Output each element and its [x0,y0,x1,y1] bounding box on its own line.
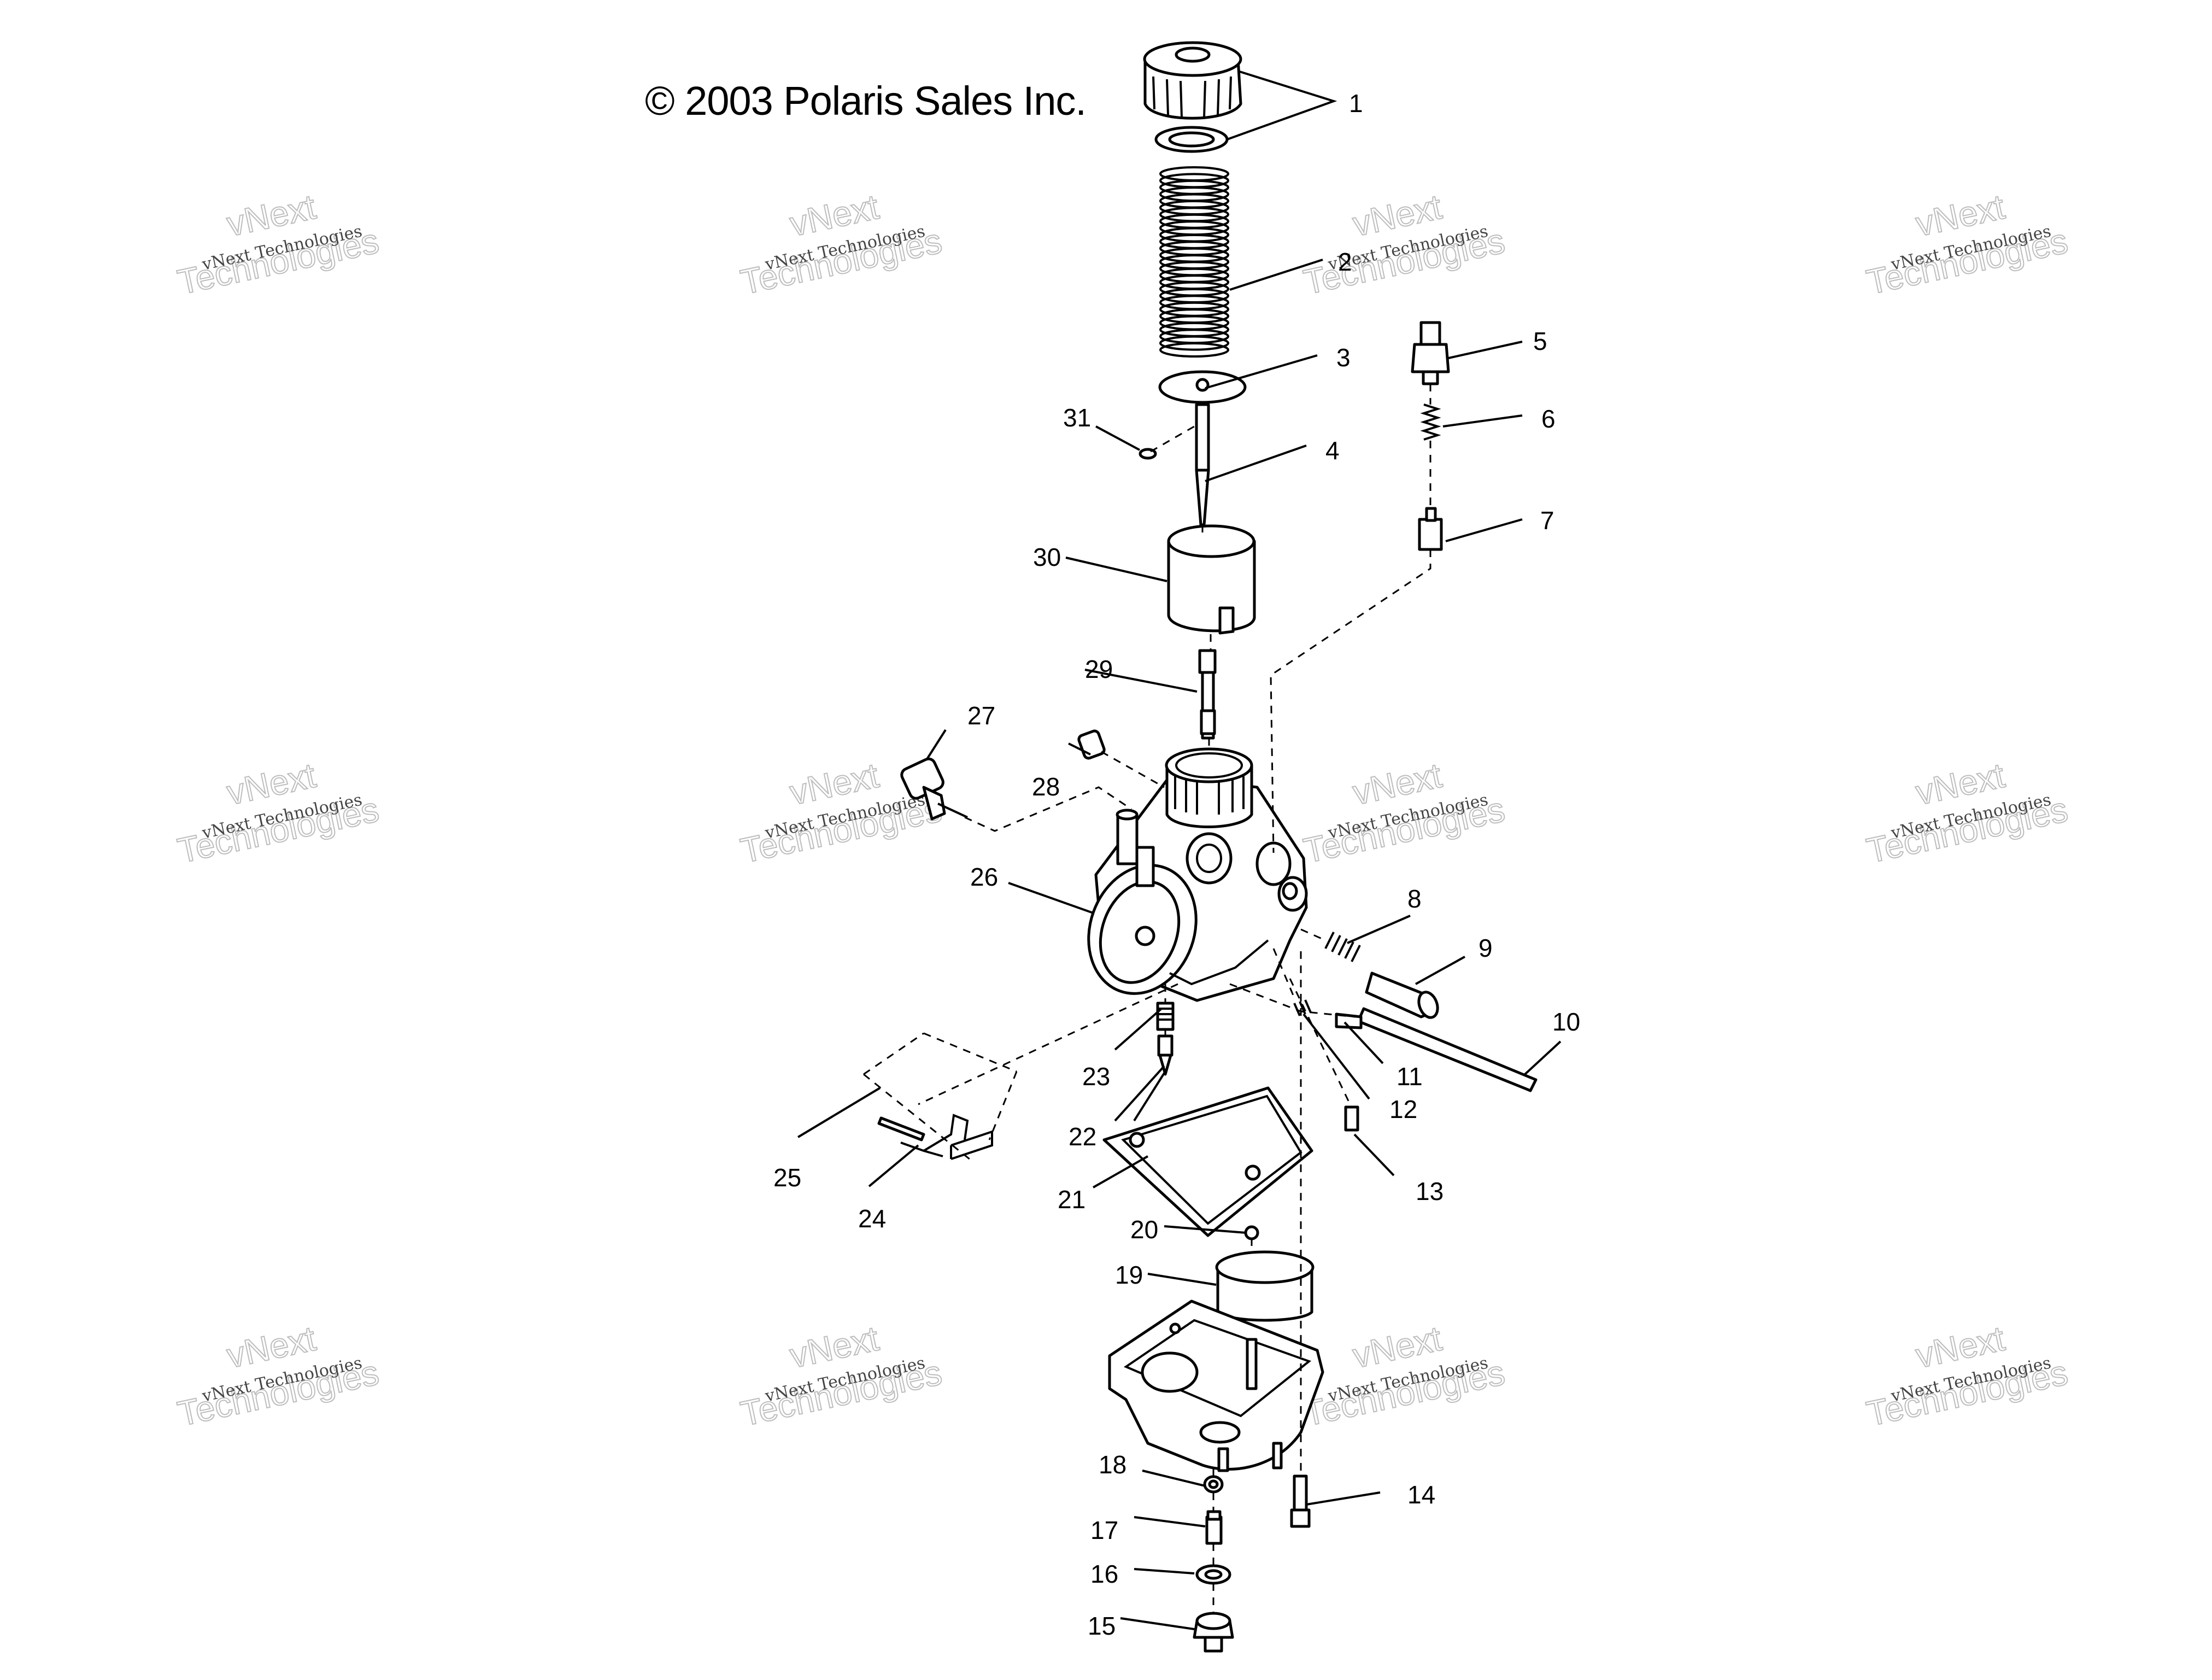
callout-28: 28 [1032,772,1060,801]
part-25-pin [877,1116,925,1142]
part-float-bowl [1108,1299,1324,1472]
part-6-spring [1420,403,1441,441]
part-3-plate [1158,370,1247,404]
callout-10: 10 [1552,1008,1580,1036]
callout-23: 23 [1082,1062,1110,1091]
spring-coil [1159,335,1229,351]
part-23-jet-holder [1156,1002,1175,1031]
part-27-choke [900,757,968,821]
callout-24: 24 [858,1204,886,1233]
callout-13: 13 [1416,1177,1444,1205]
callout-5: 5 [1533,327,1547,355]
callout-25: 25 [773,1163,801,1192]
copyright-notice: © 2003 Polaris Sales Inc. [645,78,1087,124]
part-16-washer [1195,1564,1231,1585]
part-5-screw [1411,321,1450,385]
callout-31: 31 [1063,403,1091,432]
callout-19: 19 [1115,1261,1143,1289]
part-12-spring [1293,999,1312,1016]
callout-22: 22 [1069,1122,1096,1151]
callout-20: 20 [1130,1215,1158,1244]
callout-17: 17 [1090,1516,1118,1544]
part-13-pilot-jet [1344,1105,1359,1132]
part-2-spring [1159,166,1229,358]
callout-1: 1 [1349,89,1363,118]
leader-lines [797,70,1562,1630]
callout-14: 14 [1407,1480,1435,1509]
part-24-float-arm [900,1114,993,1160]
callout-4: 4 [1325,436,1340,465]
part-10-rod [1357,1007,1538,1092]
part-14-screw [1290,1474,1311,1528]
callout-7: 7 [1540,506,1554,535]
spring-coil [1159,342,1229,358]
part-21-gasket [1102,1086,1313,1237]
callout-12: 12 [1389,1095,1417,1123]
part-9-screw [1365,971,1439,1019]
part-7-plunger [1418,507,1443,551]
assembly-lines [863,384,1431,1613]
part-30-slide [1167,524,1256,635]
callout-6: 6 [1541,405,1556,433]
callout-18: 18 [1099,1450,1126,1479]
part-26-carb-body [1087,747,1308,1002]
callout-29: 29 [1085,655,1113,683]
part-19-float [1215,1250,1315,1322]
callout-26: 26 [970,863,998,891]
part-29-needle-jet [1198,649,1217,740]
callout-numbers: 1 2 3 4 5 6 7 8 9 10 11 12 13 14 15 16 1… [773,89,1580,1640]
part-28-plug [1077,729,1106,760]
part-22-needle-valve [1157,1034,1174,1076]
part-18-washer [1203,1475,1224,1494]
part-1-cap [1143,41,1242,153]
callout-15: 15 [1088,1612,1116,1640]
callout-21: 21 [1058,1185,1086,1214]
callout-2: 2 [1338,248,1352,276]
callout-30: 30 [1033,543,1061,571]
callout-8: 8 [1407,885,1422,913]
callout-3: 3 [1336,343,1351,372]
callout-11: 11 [1397,1062,1423,1091]
callout-9: 9 [1478,934,1493,962]
callout-27: 27 [967,701,995,730]
callout-16: 16 [1090,1560,1118,1588]
part-17-main-jet [1205,1510,1223,1545]
part-4-needle [1195,403,1210,526]
part-8-spring [1324,932,1361,962]
part-20-jet [1244,1225,1259,1240]
part-15-drain-plug [1193,1612,1234,1653]
